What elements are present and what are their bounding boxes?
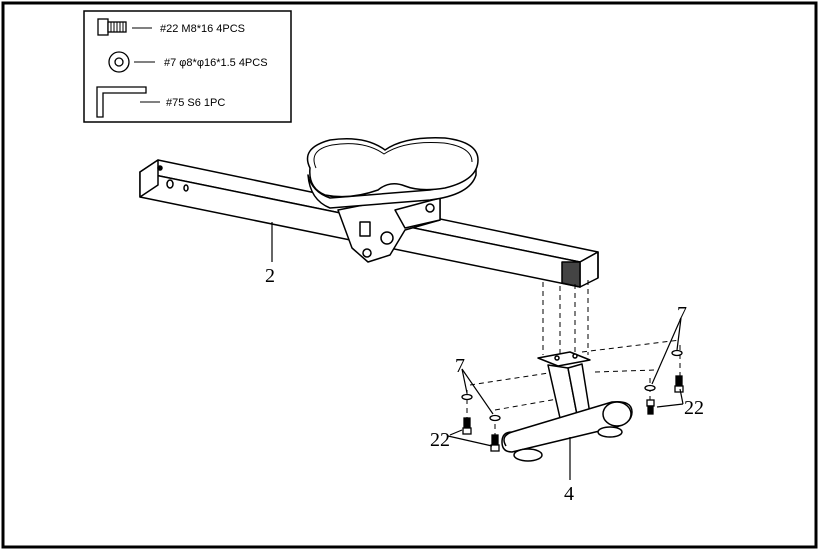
washer-icon (461, 349, 683, 422)
callout-washer-left: 7 (455, 355, 465, 377)
alignment-lines (466, 280, 681, 440)
allen-key-icon (96, 86, 160, 118)
parts-item-allen-key-label: #75 S6 1PC (166, 97, 225, 109)
front-stabilizer (501, 351, 633, 462)
callout-rail: 2 (265, 265, 275, 287)
callout-washer-right: 7 (677, 303, 687, 325)
seat-assembly (306, 137, 479, 263)
callout-bolt-left: 22 (430, 429, 450, 451)
washer-icon (108, 51, 155, 73)
bolt-icon (462, 375, 684, 452)
parts-item-washer-label: #7 φ8*φ16*1.5 4PCS (164, 57, 268, 69)
callout-bolt-right: 22 (684, 397, 704, 419)
bolt-icon (97, 18, 152, 36)
parts-list-box: #22 M8*16 4PCS #7 φ8*φ16*1.5 4PCS #75 S6… (83, 10, 292, 123)
callout-stabilizer: 4 (564, 483, 574, 505)
leader-lines (271, 222, 684, 480)
parts-item-bolt-label: #22 M8*16 4PCS (160, 23, 245, 35)
